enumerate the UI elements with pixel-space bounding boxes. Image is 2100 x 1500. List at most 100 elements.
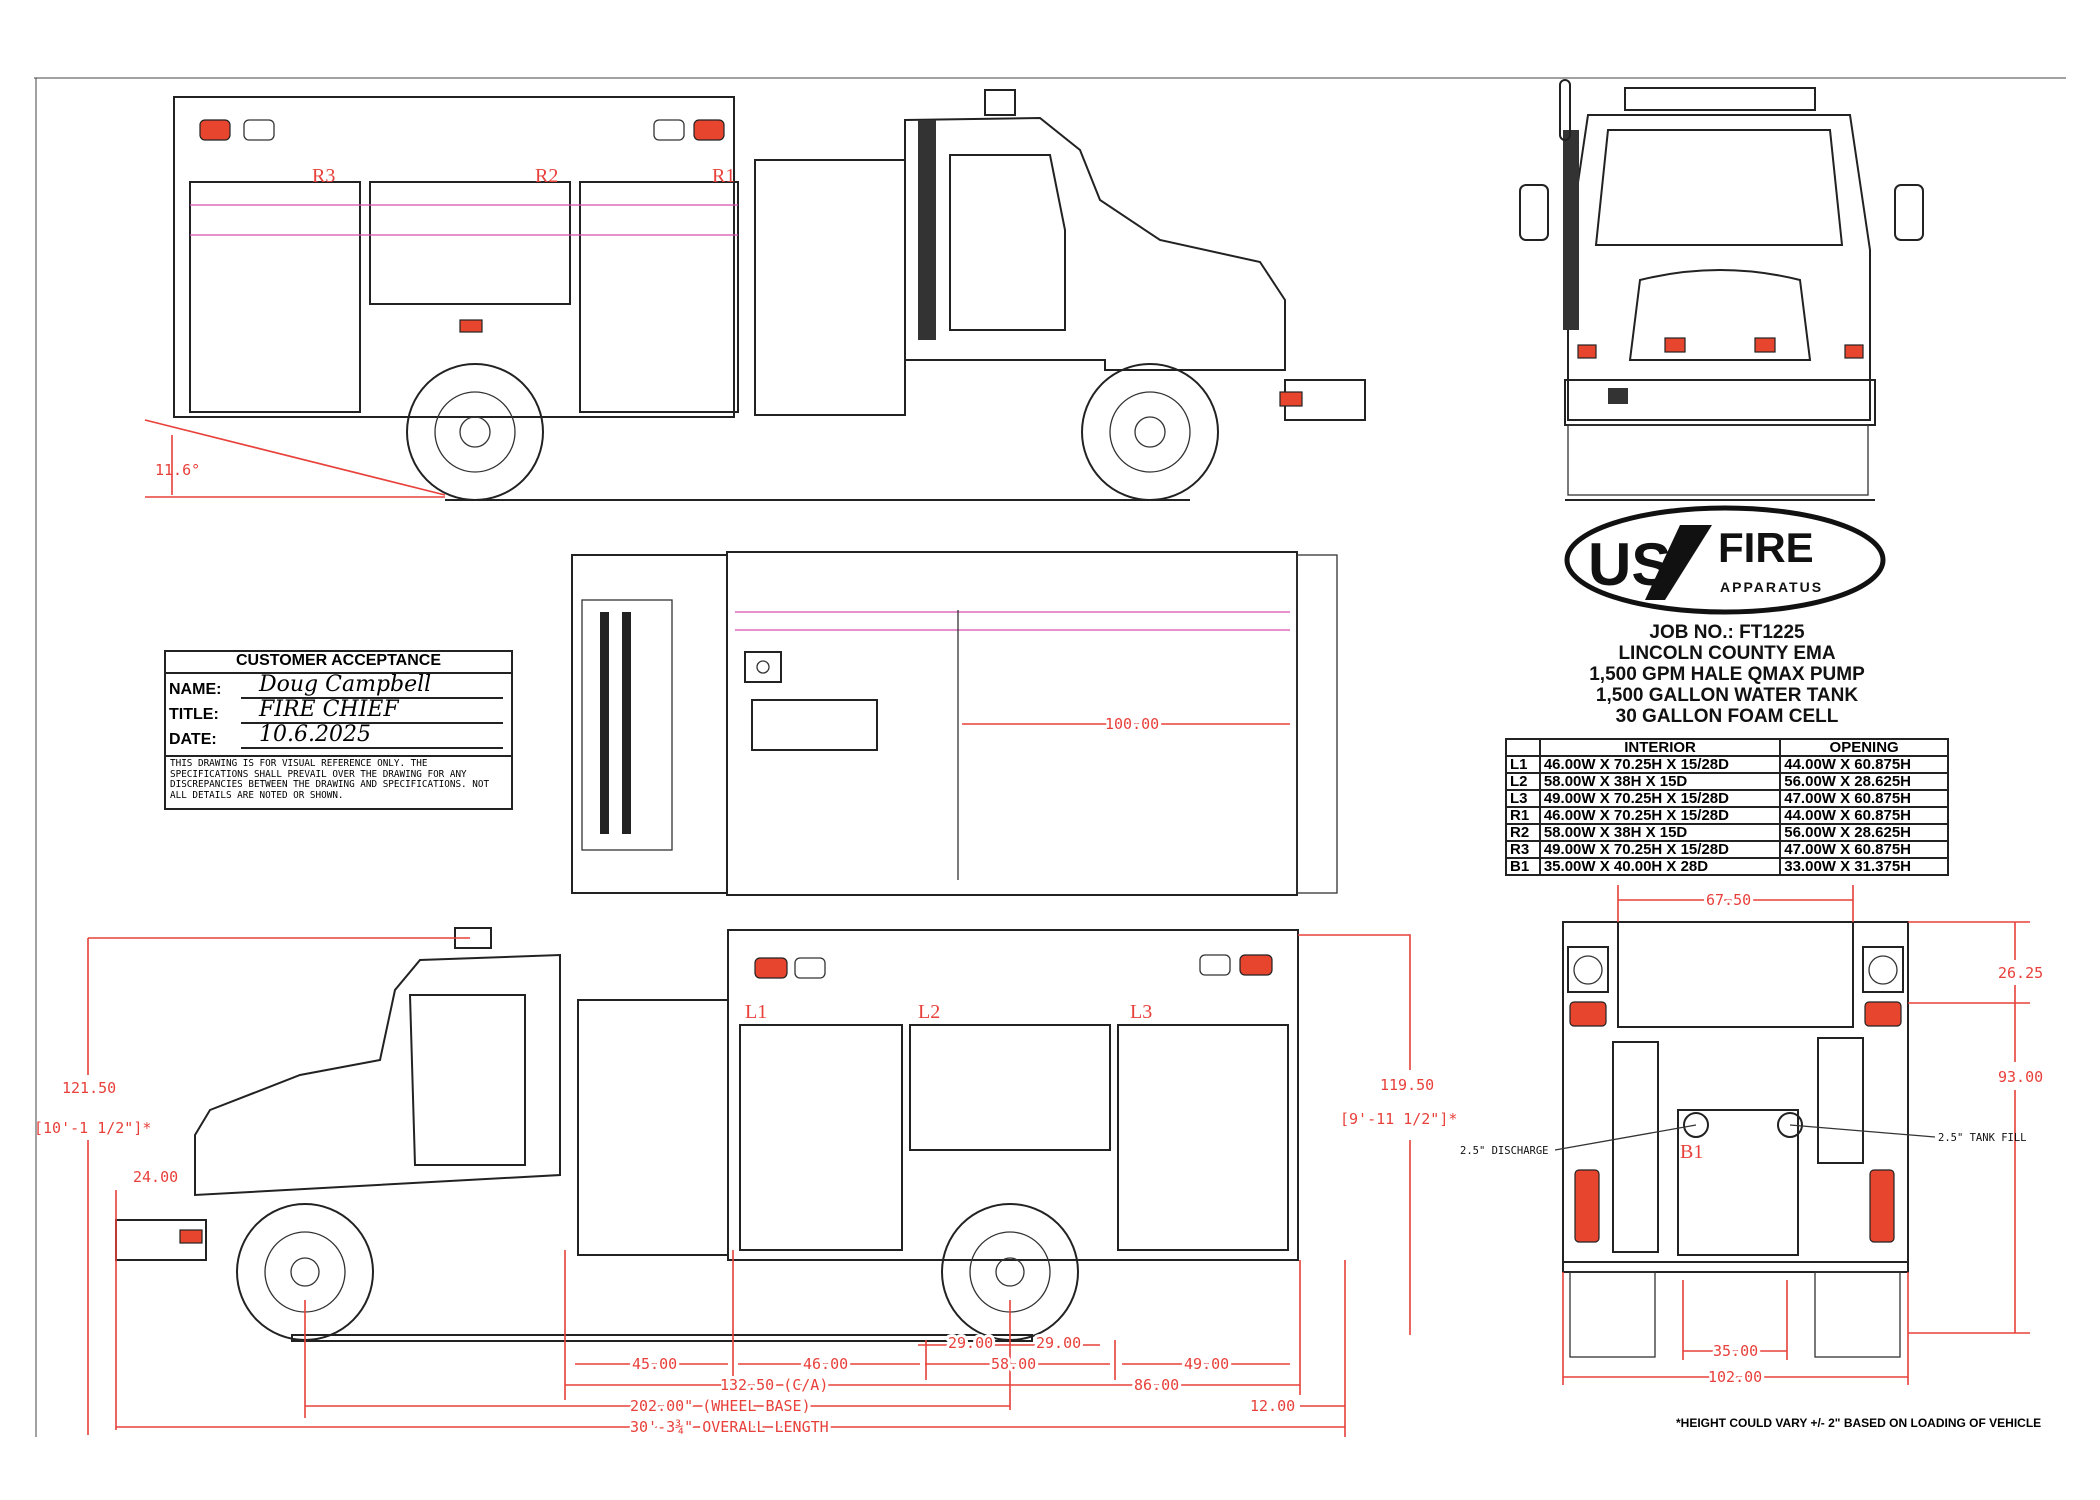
name-label: NAME:	[169, 681, 222, 698]
label-b1: B1	[1680, 1141, 1703, 1163]
cell-interior: 35.00W X 40.00H X 28D	[1538, 857, 1782, 876]
grille	[1628, 269, 1812, 361]
dim-cab-to-axle: 132.50 (C/A)	[720, 1376, 828, 1394]
compartment-l3	[1117, 1024, 1289, 1251]
tank-spec: 1,500 GALLON WATER TANK	[1595, 685, 1859, 706]
dim-height-left: 121.50	[62, 1079, 116, 1097]
dim-front-overhang: 24.00	[133, 1168, 178, 1186]
cell-id: B1	[1505, 857, 1541, 876]
dim-rear-6750: 67.50	[1706, 891, 1751, 909]
height-footnote: *HEIGHT COULD VARY +/- 2" BASED ON LOADI…	[1676, 1416, 2042, 1430]
dim-46: 46.00	[803, 1355, 848, 1373]
title-label: TITLE:	[169, 706, 219, 723]
label-l3: L3	[1130, 1001, 1152, 1023]
cell-id: L2	[1505, 772, 1541, 791]
label-r3: R3	[312, 165, 335, 187]
front-view	[1519, 79, 1924, 501]
dim-100: 100.00	[1105, 715, 1159, 733]
pump-spec: 1,500 GPM HALE QMAX PUMP	[1589, 664, 1865, 685]
approach-angle: 11.6°	[155, 461, 200, 479]
signature-title: FIRE CHIEF	[241, 698, 503, 724]
cell-interior: 46.00W X 70.25H X 15/28D	[1538, 755, 1782, 774]
cab	[904, 116, 1286, 371]
svg-text:FIRE: FIRE	[1718, 524, 1814, 571]
compartment-r2	[369, 181, 571, 305]
cell-opening: 47.00W X 60.875H	[1779, 789, 1949, 808]
cell-interior: 49.00W X 70.25H X 15/28D	[1538, 789, 1782, 808]
dim-29b: 29.00	[1036, 1334, 1081, 1352]
customer-acceptance-box: CUSTOMER ACCEPTANCE NAME: Doug Campbell T…	[164, 650, 513, 810]
cell-opening: 56.00W X 28.625H	[1779, 772, 1949, 791]
header-interior: INTERIOR	[1538, 738, 1782, 757]
compartment-l2	[909, 1024, 1111, 1151]
dim-12: 12.00	[1250, 1397, 1295, 1415]
compartment-l1	[739, 1024, 903, 1251]
compartment-b1	[1677, 1109, 1799, 1256]
header-opening: OPENING	[1779, 738, 1949, 757]
disclaimer: THIS DRAWING IS FOR VISUAL REFERENCE ONL…	[166, 755, 511, 803]
plan-view: 100.00	[571, 551, 1338, 896]
cell-id: L3	[1505, 789, 1541, 808]
dim-rear-93: 93.00	[1998, 1068, 2043, 1086]
dim-rear-35: 35.00	[1713, 1342, 1758, 1360]
svg-text:APPARATUS: APPARATUS	[1720, 579, 1823, 595]
acceptance-title: CUSTOMER ACCEPTANCE	[166, 652, 511, 674]
label-l2: L2	[918, 1001, 940, 1023]
dim-wheelbase: 202.00" (WHEEL BASE)	[630, 1397, 811, 1415]
foam-spec: 30 GALLON FOAM CELL	[1615, 706, 1839, 727]
dim-overall-length: 30'-3¾" OVERALL LENGTH	[630, 1418, 829, 1436]
lightbar	[1624, 87, 1816, 111]
us-fire-apparatus-logo: US FIRE APPARATUS	[1564, 505, 1886, 615]
dim-45: 45.00	[632, 1355, 677, 1373]
dim-58: 58.00	[991, 1355, 1036, 1373]
job-info: JOB NO.: FT1225 LINCOLN COUNTY EMA 1,500…	[1505, 622, 1949, 727]
side-view-right: R3 R2 R1 11.6°	[144, 89, 1366, 501]
cell-id: L1	[1505, 755, 1541, 774]
dim-height-left-ft: [10'-1 1/2"]*	[34, 1119, 151, 1137]
header-id	[1505, 738, 1541, 757]
compartment-r1	[579, 181, 739, 413]
cell-opening: 44.00W X 60.875H	[1779, 755, 1949, 774]
windshield	[1594, 129, 1844, 246]
cell-id: R1	[1505, 806, 1541, 825]
dim-height-right: 119.50	[1380, 1076, 1434, 1094]
cell-interior: 46.00W X 70.25H X 15/28D	[1538, 806, 1782, 825]
signature-date: 10.6.2025	[241, 723, 503, 749]
signature-name: Doug Campbell	[241, 673, 503, 699]
customer-name: LINCOLN COUNTY EMA	[1618, 643, 1836, 664]
dim-rear-2625: 26.25	[1998, 964, 2043, 982]
side-view-left: L1 L2 L3 121.50 [10'-1 1/2"]* 24.00 119.…	[34, 927, 1457, 1439]
job-number: JOB NO.: FT1225	[1649, 622, 1805, 643]
dim-rear-102: 102.00	[1708, 1368, 1762, 1386]
ladder	[1612, 1041, 1659, 1253]
pump-panel	[754, 159, 906, 416]
label-tank-fill: 2.5" TANK FILL	[1938, 1132, 2027, 1144]
label-r1: R1	[712, 165, 735, 187]
date-label: DATE:	[169, 731, 217, 748]
cell-interior: 58.00W X 38H X 15D	[1538, 823, 1782, 842]
cell-opening: 33.00W X 31.375H	[1779, 857, 1949, 876]
rear-view: 67.50 26.25 93.00 35.00 102.00 B1 2.5" D…	[1460, 885, 2043, 1389]
cell-interior: 49.00W X 70.25H X 15/28D	[1538, 840, 1782, 859]
dim-height-right-ft: [9'-11 1/2"]*	[1340, 1110, 1457, 1128]
label-r2: R2	[535, 165, 558, 187]
label-discharge: 2.5" DISCHARGE	[1460, 1145, 1549, 1157]
cell-opening: 56.00W X 28.625H	[1779, 823, 1949, 842]
cell-id: R2	[1505, 823, 1541, 842]
cab	[194, 953, 561, 1197]
cell-opening: 44.00W X 60.875H	[1779, 806, 1949, 825]
label-l1: L1	[745, 1001, 767, 1023]
pump-panel	[577, 999, 729, 1256]
cell-opening: 47.00W X 60.875H	[1779, 840, 1949, 859]
dim-29a: 29.00	[948, 1334, 993, 1352]
dim-86: 86.00	[1134, 1376, 1179, 1394]
